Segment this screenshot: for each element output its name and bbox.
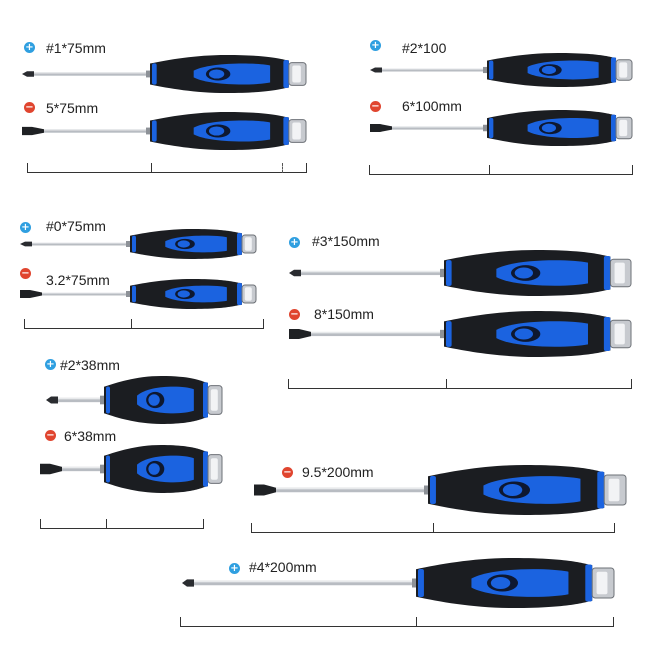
size-label: 6*100mm <box>402 98 462 114</box>
handle <box>130 229 242 259</box>
slotted-tip <box>40 463 62 475</box>
hex-cap <box>609 258 632 288</box>
minus-icon: − <box>370 101 381 112</box>
shaft <box>28 292 134 296</box>
size-label: #4*200mm <box>249 559 317 575</box>
handle <box>150 112 289 150</box>
slotted-tip <box>370 124 392 132</box>
shaft <box>378 126 491 130</box>
length-ruler <box>180 616 614 627</box>
hex-cap <box>288 62 307 86</box>
handle <box>130 279 242 309</box>
shaft <box>262 487 432 493</box>
length-ruler <box>27 162 307 173</box>
slotted-tip <box>20 290 42 298</box>
size-label: #1*75mm <box>46 40 106 56</box>
hex-cap <box>609 319 632 349</box>
size-label: 9.5*200mm <box>302 464 374 480</box>
length-ruler <box>251 522 615 533</box>
hex-cap <box>241 234 257 254</box>
hex-cap <box>288 119 307 143</box>
size-label: #0*75mm <box>46 218 106 234</box>
slotted-tip <box>254 484 276 496</box>
phillips-tip <box>22 71 34 77</box>
hex-cap <box>603 474 627 506</box>
minus-icon: − <box>20 268 31 279</box>
phillips-tip <box>20 241 32 247</box>
length-ruler <box>40 518 204 529</box>
shaft <box>297 331 448 337</box>
length-ruler <box>288 378 632 389</box>
shaft <box>54 397 108 403</box>
length-ruler <box>24 318 264 329</box>
size-label: 3.2*75mm <box>46 272 110 288</box>
plus-icon: + <box>20 222 31 233</box>
minus-icon: − <box>289 309 300 320</box>
minus-icon: − <box>282 467 293 478</box>
handle <box>150 55 289 93</box>
phillips-tip <box>46 396 58 404</box>
shaft <box>297 270 448 276</box>
plus-icon: + <box>370 40 381 51</box>
minus-icon: − <box>24 102 35 113</box>
shaft <box>30 129 154 133</box>
size-label: #2*38mm <box>60 357 120 373</box>
size-label: 5*75mm <box>46 100 99 116</box>
hex-cap <box>207 385 223 415</box>
size-label: 6*38mm <box>64 428 117 444</box>
size-label: 8*150mm <box>314 306 374 322</box>
length-ruler <box>369 164 633 175</box>
hex-cap <box>591 567 615 599</box>
handle <box>428 465 605 515</box>
handle <box>487 53 617 87</box>
plus-icon: + <box>45 359 56 370</box>
shaft <box>378 68 491 72</box>
slotted-tip <box>289 328 311 340</box>
shaft <box>48 466 108 472</box>
handle <box>104 445 208 493</box>
handle <box>487 110 617 146</box>
handle <box>104 376 208 424</box>
shaft <box>28 242 134 246</box>
phillips-tip <box>289 269 301 277</box>
hex-cap <box>241 284 257 304</box>
phillips-tip <box>370 67 382 73</box>
shaft <box>190 580 420 586</box>
slotted-tip <box>22 126 44 136</box>
plus-icon: + <box>24 42 35 53</box>
size-label: #2*100 <box>402 40 447 56</box>
hex-cap <box>615 59 633 81</box>
handle <box>444 250 611 296</box>
phillips-tip <box>182 579 194 587</box>
handle <box>444 311 611 357</box>
plus-icon: + <box>289 237 300 248</box>
hex-cap <box>615 116 633 140</box>
minus-icon: − <box>45 430 56 441</box>
handle <box>416 558 593 608</box>
shaft <box>30 72 154 76</box>
size-label: #3*150mm <box>312 233 380 249</box>
hex-cap <box>207 454 223 484</box>
plus-icon: + <box>229 563 240 574</box>
